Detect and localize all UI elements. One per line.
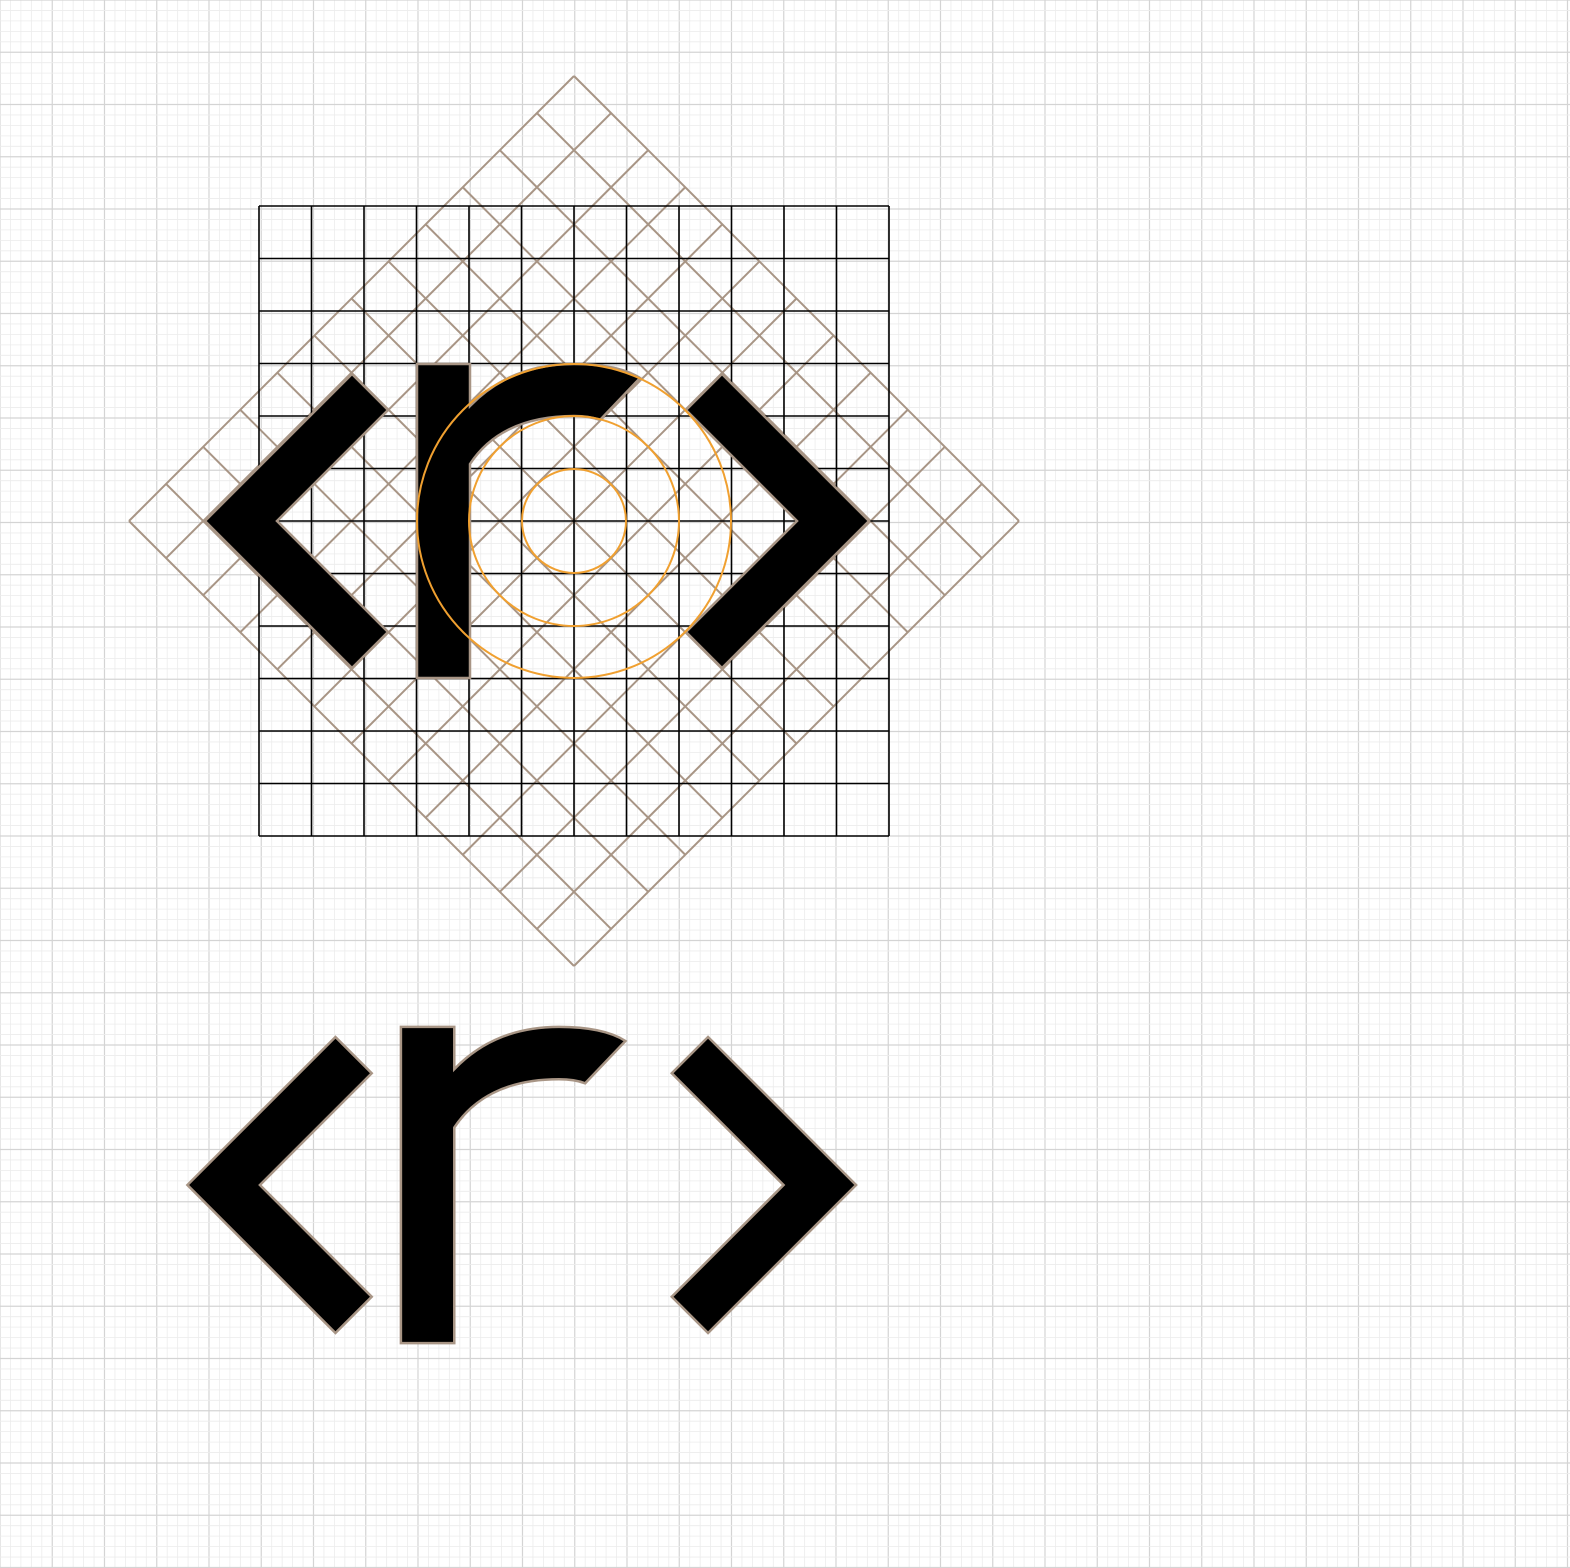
left-chevron: [185, 1035, 374, 1335]
diamond-grid-line: [536, 483, 983, 930]
letter-r: [399, 1025, 628, 1345]
construction-circles: [416, 363, 732, 679]
left-chevron: [203, 372, 390, 670]
right-chevron: [684, 372, 871, 670]
construction-circle: [521, 468, 627, 574]
diamond-grid-line: [165, 483, 612, 930]
logo-mark-final: [185, 1025, 858, 1345]
diamond-grid-line: [573, 520, 1020, 967]
diamond-grid-line: [128, 520, 575, 967]
right-chevron: [670, 1035, 858, 1335]
construction-figure: [128, 75, 1020, 967]
construction-circle: [468, 415, 680, 627]
construction-circle: [416, 363, 732, 679]
